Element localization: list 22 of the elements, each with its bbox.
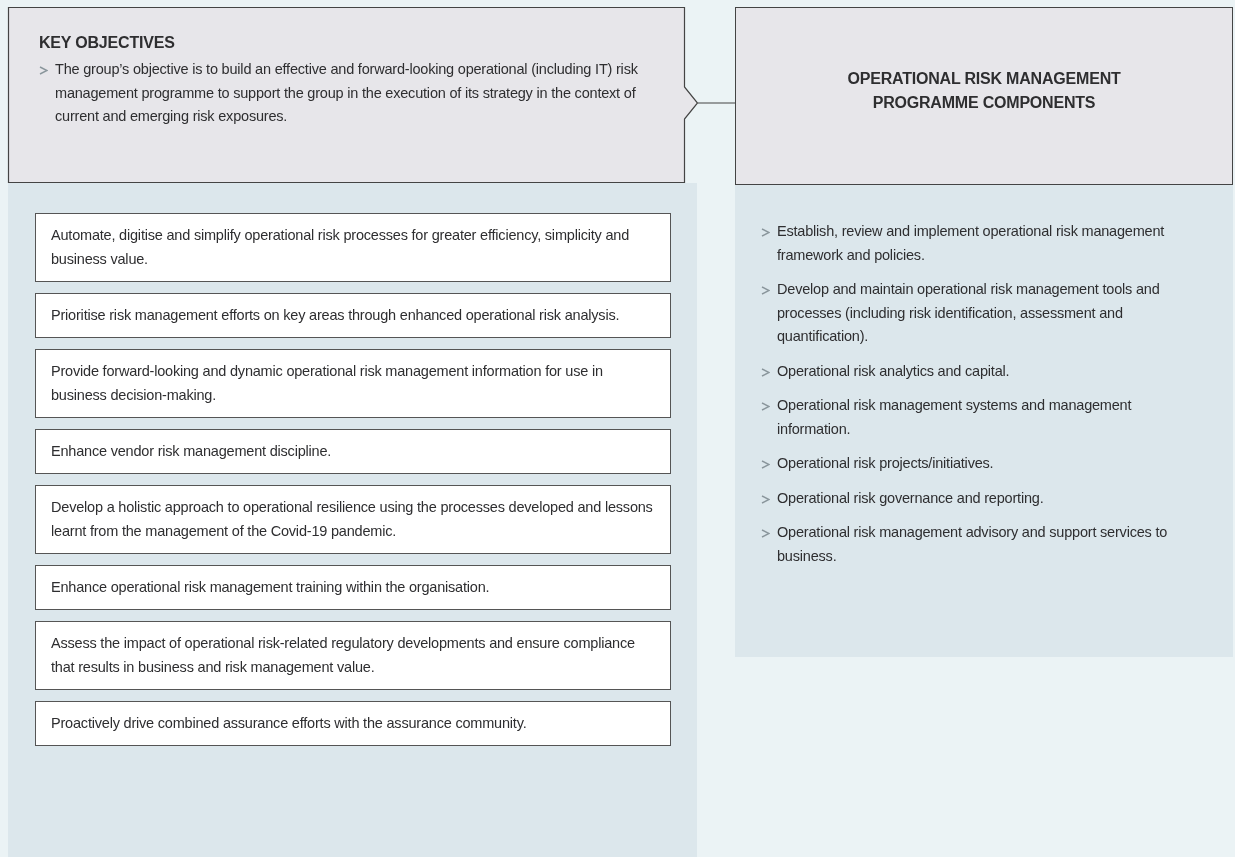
section-title: OPERATIONAL RISK MANAGEMENT PROGRAMME COMPONENTS [846,69,1122,113]
objective-box: Enhance vendor risk management discipline. [35,429,671,474]
component-item: Operational risk management systems and management information. [777,396,1133,439]
component-item: Operational risk management advisory and support services to business. [777,523,1169,566]
objective-box: Develop a holistic approach to operational resilience using the processes developed and lessons learnt from the management of the Covid-19 pandemic. [35,485,671,554]
component-item: Operational risk governance and reporting. [777,488,1044,508]
title-box [735,7,1233,185]
connector-line [697,102,736,104]
component-item: Develop and maintain operational risk management tools and processes (including risk identification, assessment and quantification). [777,280,1161,346]
components-panel [735,185,1233,657]
objective-box: Enhance operational risk management training within the organisation. [35,565,671,610]
objective-box: Proactively drive combined assurance efforts with the assurance community. [35,701,671,746]
objective-box: Prioritise risk management efforts on key areas through enhanced operational risk analysis. [35,293,671,338]
objective-text: The group’s objective is to build an effective and forward-looking operational (including IT) risk management programme to support the group in the execution of its strategy in the context of current and emerging risk exposures. [55,60,638,126]
objective-box: Automate, digitise and simplify operational risk processes for greater efficiency, simplicity and business value. [35,213,671,282]
section-heading: KEY OBJECTIVES [39,34,175,52]
component-item: Operational risk projects/initiatives. [777,454,994,473]
component-item: Operational risk analytics and capital. [777,361,1010,381]
objective-box: Provide forward-looking and dynamic operational risk management information for use in business decision-making. [35,349,671,418]
component-item: Establish, review and implement operational risk management framework and policies. [777,222,1166,265]
objective-box: Assess the impact of operational risk-related regulatory developments and ensure compliance that results in business and risk management value. [35,621,671,690]
objective-header-box [8,7,698,183]
